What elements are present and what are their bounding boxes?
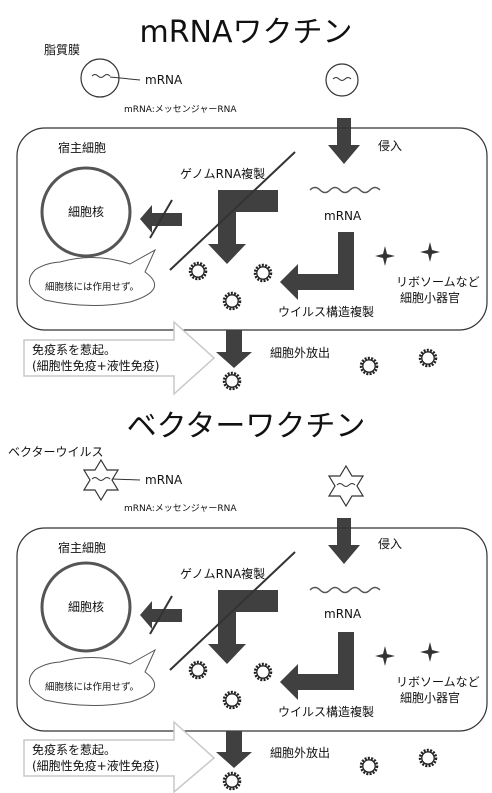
- mrna-vaccine-section: mRNAワクチン 脂質膜 mRNA mRNA:メッセンジャーRNA 侵入 宿主細…: [16, 15, 488, 396]
- virion: [222, 690, 242, 710]
- host-cell: [16, 127, 488, 331]
- virus-replication-label: ウイルス構造複製: [278, 304, 374, 319]
- virion: [222, 771, 242, 791]
- ribosome-icon: [375, 246, 395, 266]
- virion: [222, 291, 242, 311]
- genome-replication-label: ゲノムRNA複製: [180, 166, 265, 181]
- ribosome-icon: [420, 242, 440, 262]
- genome-replication-arrow: [208, 190, 278, 264]
- section-title: mRNAワクチン: [139, 15, 352, 50]
- block-slash: [149, 199, 173, 239]
- nucleus-note: 細胞核には作用せず。: [45, 281, 139, 293]
- release-label: 細胞外放出: [270, 745, 330, 760]
- virus-replication-arrow: [280, 632, 354, 700]
- nucleus: [40, 166, 132, 258]
- virion: [418, 748, 438, 768]
- nucleus-label: 細胞核: [68, 600, 104, 614]
- block-slash: [149, 595, 173, 635]
- ribosome-label: リボソームなど: [396, 275, 480, 289]
- nucleus-note: 細胞核には作用せず。: [45, 681, 139, 693]
- vector-virus-label: ベクターウイルス: [8, 445, 104, 459]
- release-label: 細胞外放出: [270, 345, 330, 360]
- virion: [253, 263, 273, 283]
- lipid-membrane-label: 脂質膜: [44, 42, 80, 57]
- virus-replication-label: ウイルス構造複製: [278, 704, 374, 719]
- release-arrow: [216, 731, 252, 768]
- invasion-label: 侵入: [378, 536, 402, 551]
- genome-replication-arrow: [208, 590, 278, 664]
- virion: [222, 371, 242, 391]
- virion: [188, 660, 208, 680]
- ribosome-icon: [375, 646, 395, 666]
- host-cell: [16, 527, 488, 732]
- invasion-label: 侵入: [378, 138, 402, 153]
- mrna-caption: mRNA:メッセンジャーRNA: [124, 104, 237, 115]
- host-cell-label: 宿主細胞: [58, 140, 106, 155]
- ribosome-icon: [420, 642, 440, 662]
- virion: [253, 662, 273, 682]
- release-arrow: [216, 330, 252, 368]
- invasion-arrow: [328, 118, 360, 164]
- inner-mrna-label: mRNA: [324, 607, 362, 621]
- immune-line-1: 免疫系を惹起。: [32, 342, 116, 357]
- virus-replication-arrow: [280, 232, 354, 300]
- note-bubble: [28, 248, 157, 307]
- leader-line: [109, 76, 141, 81]
- organelle-label: 細胞小器官: [400, 690, 460, 705]
- section-title: ベクターワクチン: [127, 409, 366, 444]
- invasion-arrow: [328, 518, 360, 564]
- virion: [418, 348, 438, 368]
- lipid-particle: [80, 58, 120, 98]
- mrna-label: mRNA: [145, 473, 183, 487]
- vector-vaccine-section: ベクターワクチン ベクターウイルス mRNA mRNA:メッセンジャーRNA 侵…: [8, 409, 488, 793]
- ribosome-label: リボソームなど: [396, 675, 480, 689]
- mrna-label: mRNA: [145, 73, 183, 87]
- crossout-line: [169, 551, 296, 671]
- mrna-strand: [309, 186, 381, 194]
- virion: [359, 356, 379, 376]
- note-bubble: [28, 648, 157, 707]
- host-cell-label: 宿主細胞: [58, 540, 106, 555]
- virion: [188, 261, 208, 281]
- nucleus-label: 細胞核: [68, 205, 104, 219]
- mrna-caption: mRNA:メッセンジャーRNA: [124, 503, 237, 514]
- organelle-label: 細胞小器官: [400, 290, 460, 305]
- crossout-line: [169, 151, 296, 271]
- immune-line-1: 免疫系を惹起。: [32, 742, 116, 757]
- nucleus: [40, 561, 132, 653]
- leader-line: [111, 478, 141, 481]
- virion: [359, 756, 379, 776]
- immune-arrow: [23, 720, 216, 793]
- mrna-strand: [309, 586, 381, 594]
- immune-line-2: (細胞性免疫+液性免疫): [32, 358, 159, 373]
- immune-line-2: (細胞性免疫+液性免疫): [32, 758, 159, 773]
- genome-replication-label: ゲノムRNA複製: [180, 566, 265, 581]
- immune-arrow: [23, 320, 216, 396]
- inner-mrna-label: mRNA: [324, 209, 362, 223]
